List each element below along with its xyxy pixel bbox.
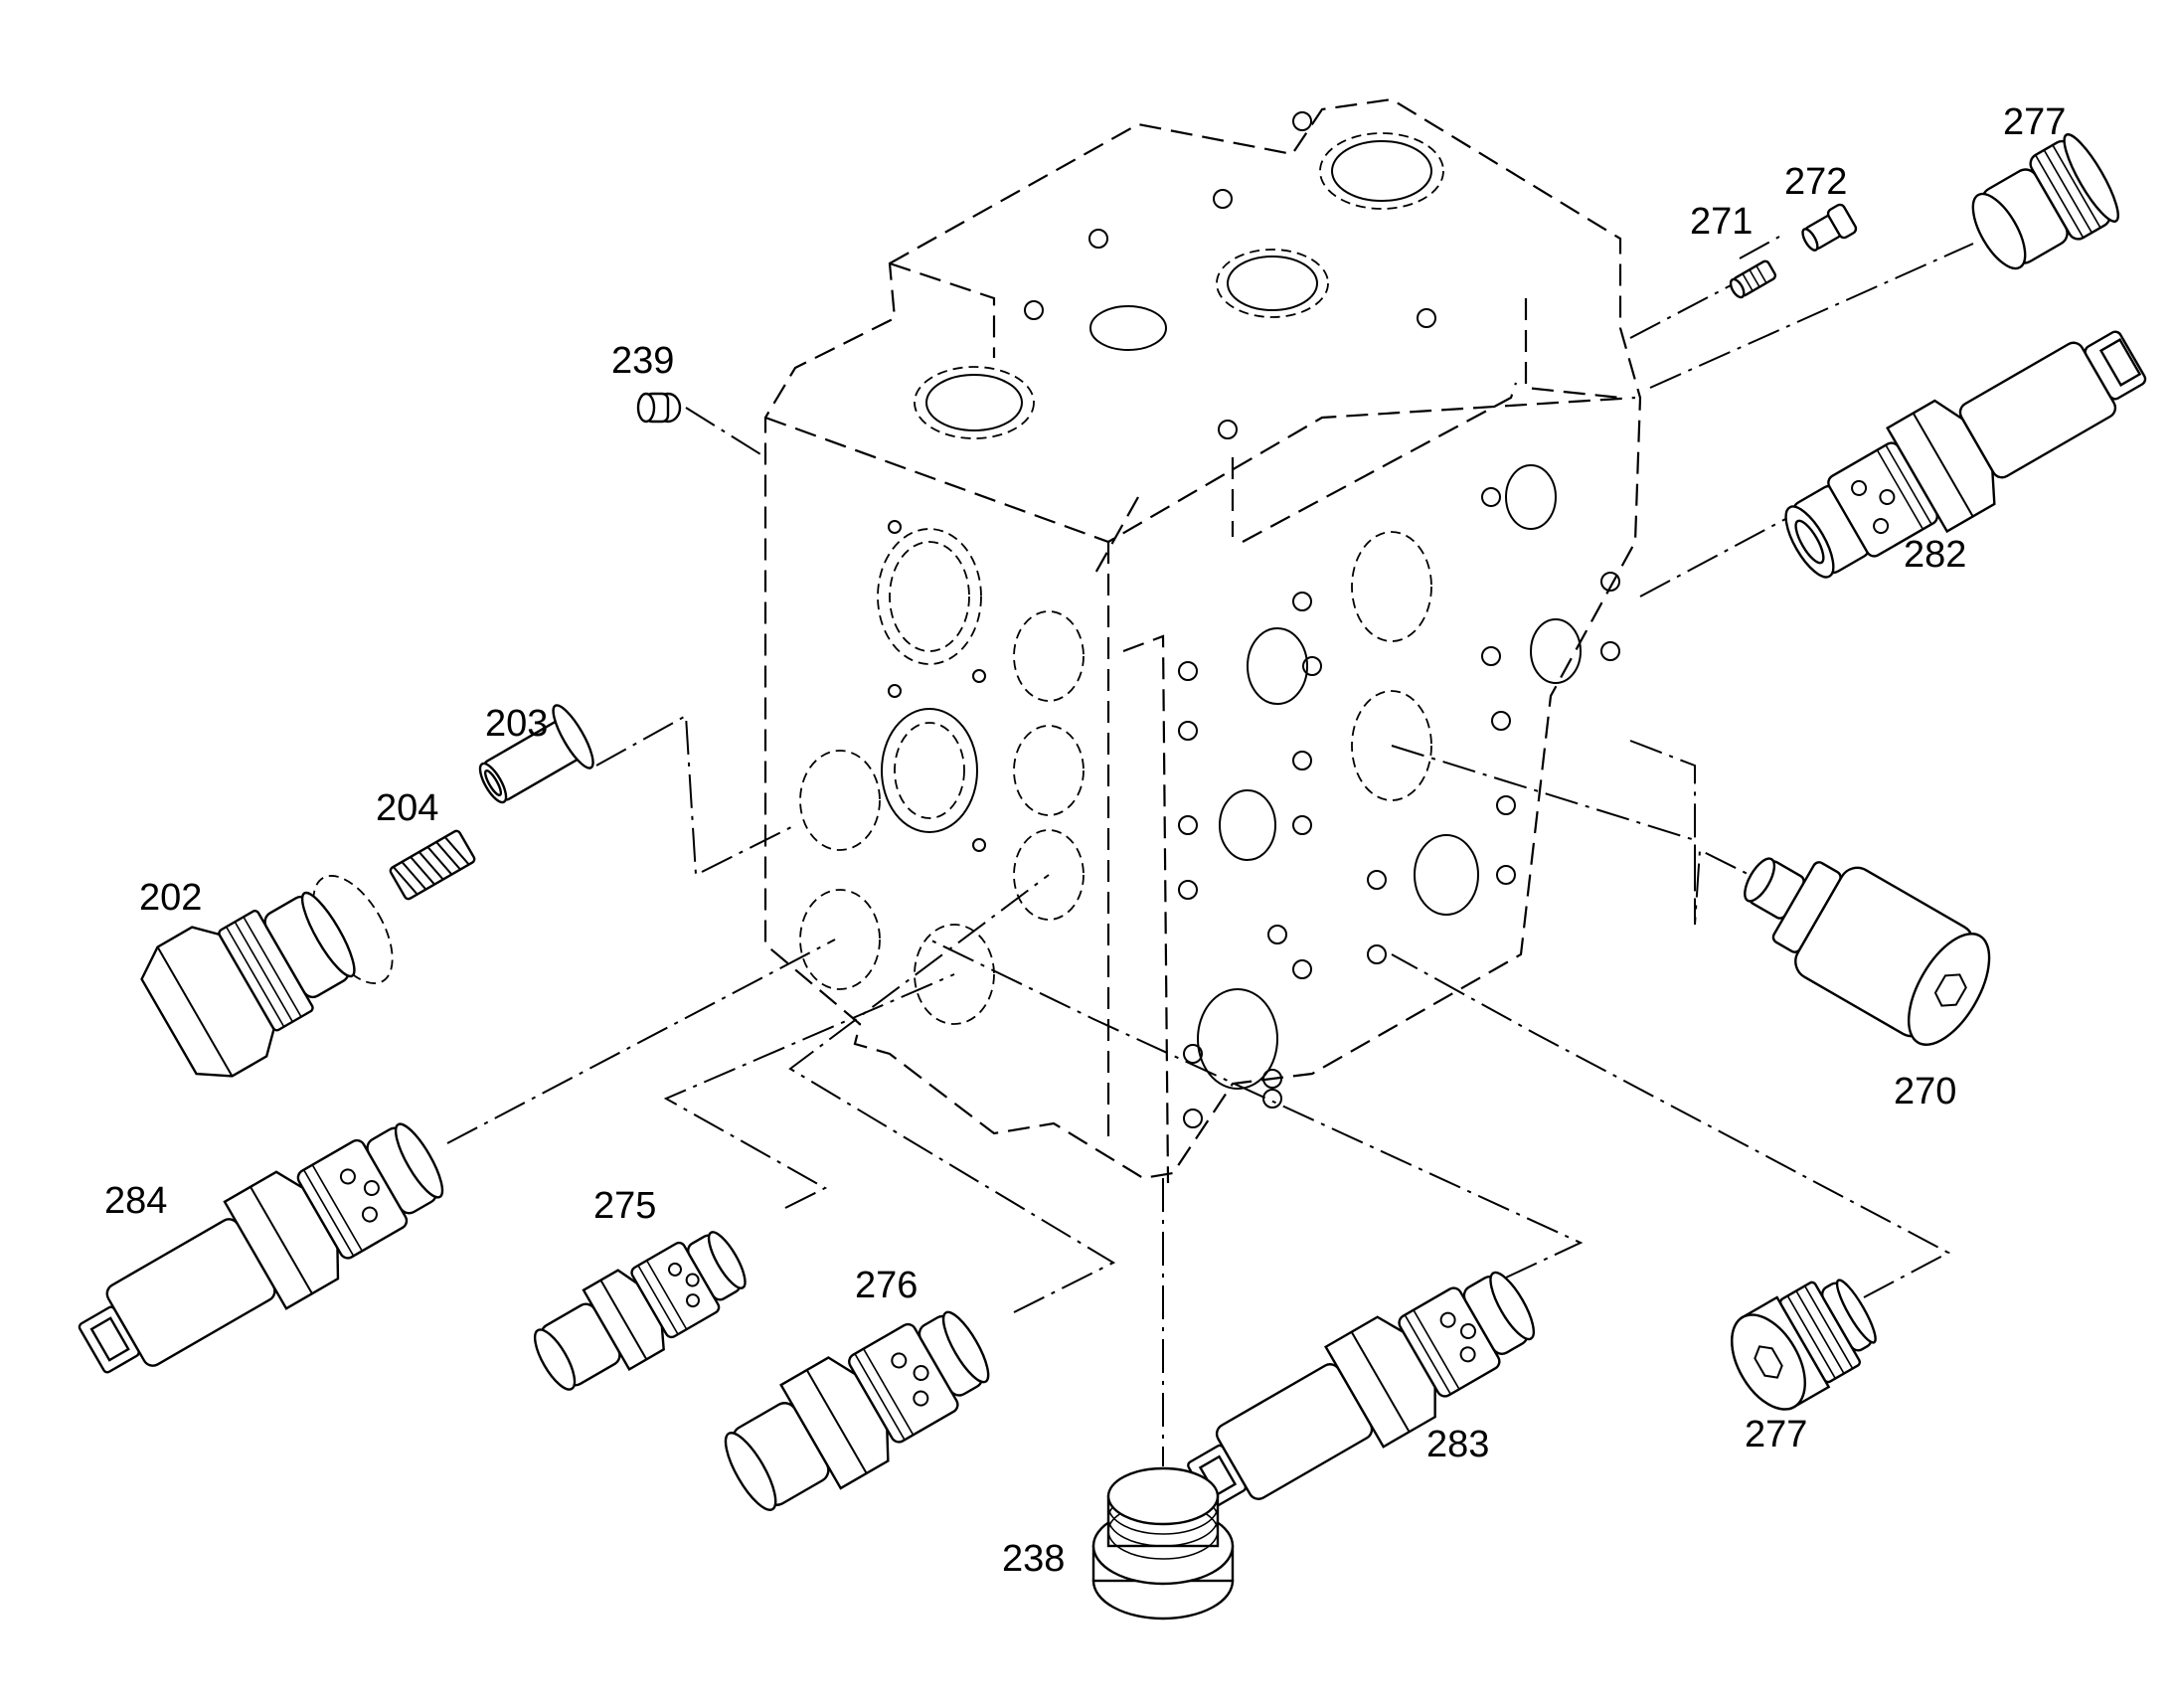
cartridge-276	[724, 1310, 990, 1511]
plug-272	[1801, 203, 1858, 252]
plug-277-top	[1971, 133, 2119, 270]
valve-block	[763, 97, 1642, 1184]
label-277-top: 277	[2003, 101, 2066, 143]
plug-277-bottom	[1731, 1279, 1877, 1411]
solenoid-valve-284	[78, 1122, 444, 1374]
label-276: 276	[855, 1265, 918, 1306]
leader-lines	[446, 236, 1974, 1466]
cartridge-275	[533, 1231, 747, 1391]
label-275: 275	[593, 1185, 656, 1227]
label-283: 283	[1426, 1424, 1489, 1465]
pin-271	[1729, 259, 1777, 299]
label-277-bottom: 277	[1745, 1414, 1807, 1455]
plug-238	[1091, 1466, 1235, 1621]
label-271: 271	[1690, 201, 1753, 243]
solenoid-valve-282	[1784, 330, 2147, 579]
label-282: 282	[1904, 534, 1966, 576]
solenoid-valve-283	[1187, 1271, 1536, 1509]
label-239: 239	[611, 340, 674, 382]
label-284: 284	[104, 1180, 167, 1222]
label-272: 272	[1784, 161, 1847, 203]
top-face-ports	[914, 111, 1444, 439]
part-labels: 202 203 204 238 239 270 271 272 275 276 …	[104, 101, 2066, 1580]
plug-202	[140, 891, 356, 1078]
relief-valve-270	[1744, 857, 1991, 1046]
left-face-ports	[799, 520, 1085, 1025]
spring-204	[389, 829, 476, 901]
label-238: 238	[1002, 1538, 1065, 1580]
label-202: 202	[139, 877, 202, 919]
label-204: 204	[376, 787, 438, 829]
right-face-ports	[1178, 464, 1620, 1128]
plug-239	[636, 392, 682, 424]
sleeve-203	[478, 704, 594, 804]
label-270: 270	[1894, 1071, 1956, 1112]
label-203: 203	[485, 703, 548, 745]
